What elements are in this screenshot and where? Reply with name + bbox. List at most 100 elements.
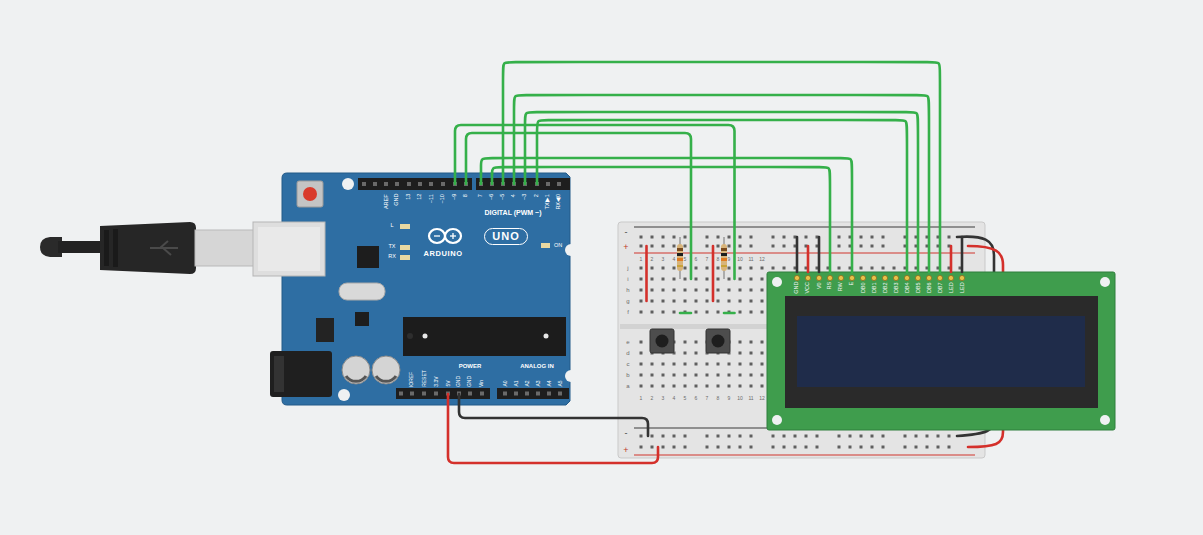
pin-label: 2 — [534, 194, 540, 197]
breadboard-hole — [717, 446, 720, 449]
breadboard-hole — [651, 278, 654, 281]
breadboard-hole — [871, 236, 874, 239]
label-anchor: a — [626, 383, 629, 389]
header-pin — [557, 182, 561, 186]
breadboard-hole — [783, 236, 786, 239]
breadboard-hole — [728, 267, 731, 270]
led-label: L — [390, 223, 393, 229]
breadboard-hole — [948, 435, 951, 438]
pin-label: GND — [468, 376, 473, 387]
model-badge: UNO — [484, 228, 527, 245]
lcd-pin — [926, 275, 931, 280]
breadboard-hole — [904, 446, 907, 449]
lcd-pin — [849, 275, 854, 280]
breadboard-hole — [794, 446, 797, 449]
label-anchor: IOREF — [410, 372, 415, 387]
breadboard-hole — [750, 352, 753, 355]
label-anchor: 3 — [662, 257, 665, 262]
label-anchor: ~9 — [452, 194, 458, 200]
label-anchor: - — [625, 228, 628, 237]
jumper-wire — [536, 173, 539, 184]
label-anchor: 7 — [706, 257, 709, 262]
breadboard-hole — [651, 245, 654, 248]
breadboard-hole — [706, 311, 709, 314]
text-anchor: V0 — [816, 282, 822, 289]
jumper-wire — [724, 312, 735, 315]
lcd-pin — [871, 275, 876, 280]
column-number: 8 — [717, 396, 720, 401]
pin-label: 4 — [511, 194, 517, 197]
arduino-board — [396, 388, 490, 399]
pin-label: GND — [394, 194, 400, 206]
arduino-board — [497, 388, 569, 399]
label-anchor: 9 — [728, 257, 731, 262]
breadboard-hole — [761, 341, 764, 344]
signal-wire — [481, 158, 852, 272]
rail-sign: - — [625, 429, 628, 438]
label-anchor: ~10 — [440, 194, 446, 203]
breadboard-hole — [684, 289, 687, 292]
breadboard-hole — [882, 267, 885, 270]
text-anchor: UNO — [492, 231, 519, 242]
breadboard-hole — [805, 435, 808, 438]
breadboard-hole — [750, 311, 753, 314]
label-anchor: i — [627, 276, 628, 282]
breadboard-hole — [772, 435, 775, 438]
breadboard-hole — [739, 352, 742, 355]
breadboard-hole — [662, 289, 665, 292]
text-anchor: DB1 — [871, 282, 877, 293]
label-anchor: 8 — [717, 396, 720, 401]
text-anchor: DB2 — [882, 282, 888, 293]
breadboard-hole — [706, 236, 709, 239]
text-anchor: RS — [827, 282, 833, 290]
breadboard-hole — [684, 278, 687, 281]
breadboard — [634, 226, 975, 227]
label-anchor: 3.3V — [433, 377, 438, 387]
breadboard-hole — [684, 300, 687, 303]
arduino-board — [452, 233, 453, 239]
breadboard-hole — [805, 446, 808, 449]
row-letter: g — [626, 298, 629, 304]
breadboard-hole — [739, 236, 742, 239]
arduino-board — [338, 389, 350, 401]
usb-cable — [58, 241, 102, 253]
breadboard-hole — [761, 374, 764, 377]
breadboard-hole — [662, 245, 665, 248]
header-pin — [434, 392, 438, 396]
header-title: DIGITAL (PWM ~) — [484, 209, 541, 216]
column-number: 4 — [673, 396, 676, 401]
usb-cable — [163, 248, 171, 255]
label-anchor: 3 — [662, 396, 665, 401]
label-anchor: 1 — [640, 257, 643, 262]
breadboard-hole — [684, 374, 687, 377]
breadboard-hole — [838, 245, 841, 248]
push-button — [650, 329, 730, 353]
usb-cable — [40, 222, 325, 276]
breadboard-hole — [684, 236, 687, 239]
breadboard — [634, 252, 975, 253]
arduino-board — [376, 376, 396, 381]
text-anchor: GND — [794, 282, 800, 294]
breadboard-hole — [662, 278, 665, 281]
jumper-wire — [796, 237, 799, 272]
header-pin — [558, 392, 562, 396]
breadboard-hole — [882, 446, 885, 449]
lcd-pin — [904, 275, 909, 280]
header-title: POWER — [459, 363, 482, 369]
breadboard-hole — [673, 300, 676, 303]
lcd-module — [772, 277, 782, 287]
column-number: 1 — [640, 257, 643, 262]
header-pin — [468, 392, 472, 396]
breadboard-hole — [838, 435, 841, 438]
breadboard-hole — [651, 363, 654, 366]
resistor-symbol — [677, 258, 683, 261]
breadboard-hole — [717, 374, 720, 377]
breadboard-hole — [926, 446, 929, 449]
breadboard-hole — [882, 435, 885, 438]
breadboard-hole — [706, 374, 709, 377]
breadboard-hole — [684, 245, 687, 248]
breadboard-hole — [684, 363, 687, 366]
